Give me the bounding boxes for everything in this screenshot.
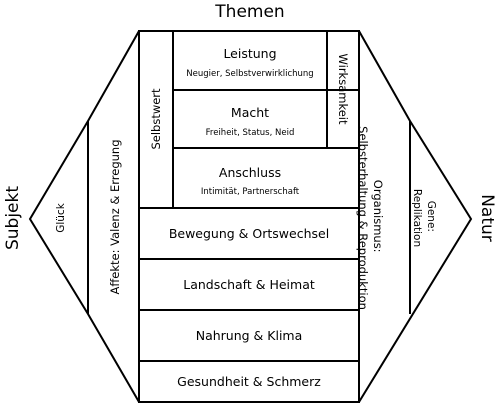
organismus-label: Organismus: Selbsterhaltung & Reprodukti…: [356, 126, 385, 310]
leistung-subtitle: Neugier, Selbstverwirklichung: [186, 69, 313, 79]
anschluss-title: Anschluss: [219, 165, 281, 180]
macht-title: Macht: [231, 105, 269, 120]
band-bewegung: Bewegung & Ortswechsel: [169, 226, 329, 241]
selbstwert-label: Selbstwert: [149, 88, 163, 150]
outer-hexagon: [28, 30, 473, 403]
leistung-title: Leistung: [223, 46, 276, 61]
organismus-line1: Organismus:: [371, 180, 385, 253]
affekte-label: Affekte: Valenz & Erregung: [108, 139, 122, 294]
gene-label: Gene: Replikation: [411, 189, 437, 247]
natur-label: Natur: [477, 194, 497, 242]
anschluss-subtitle: Intimität, Partnerschaft: [201, 187, 300, 197]
themen-label: Themen: [214, 2, 284, 22]
gene-line2: Replikation: [411, 189, 423, 247]
wirksamkeit-label: Wirksamkeit: [336, 54, 350, 125]
organismus-line2: Selbsterhaltung & Reproduktion: [356, 126, 370, 310]
subjekt-label: Subjekt: [3, 186, 23, 250]
band-nahrung: Nahrung & Klima: [196, 328, 303, 343]
central-column: [138, 30, 360, 403]
band-landschaft: Landschaft & Heimat: [183, 277, 315, 292]
band-gesundheit: Gesundheit & Schmerz: [177, 374, 321, 389]
glueck-label: Glück: [55, 202, 67, 232]
macht-subtitle: Freiheit, Status, Neid: [206, 128, 295, 138]
gene-line1: Gene:: [425, 201, 437, 232]
